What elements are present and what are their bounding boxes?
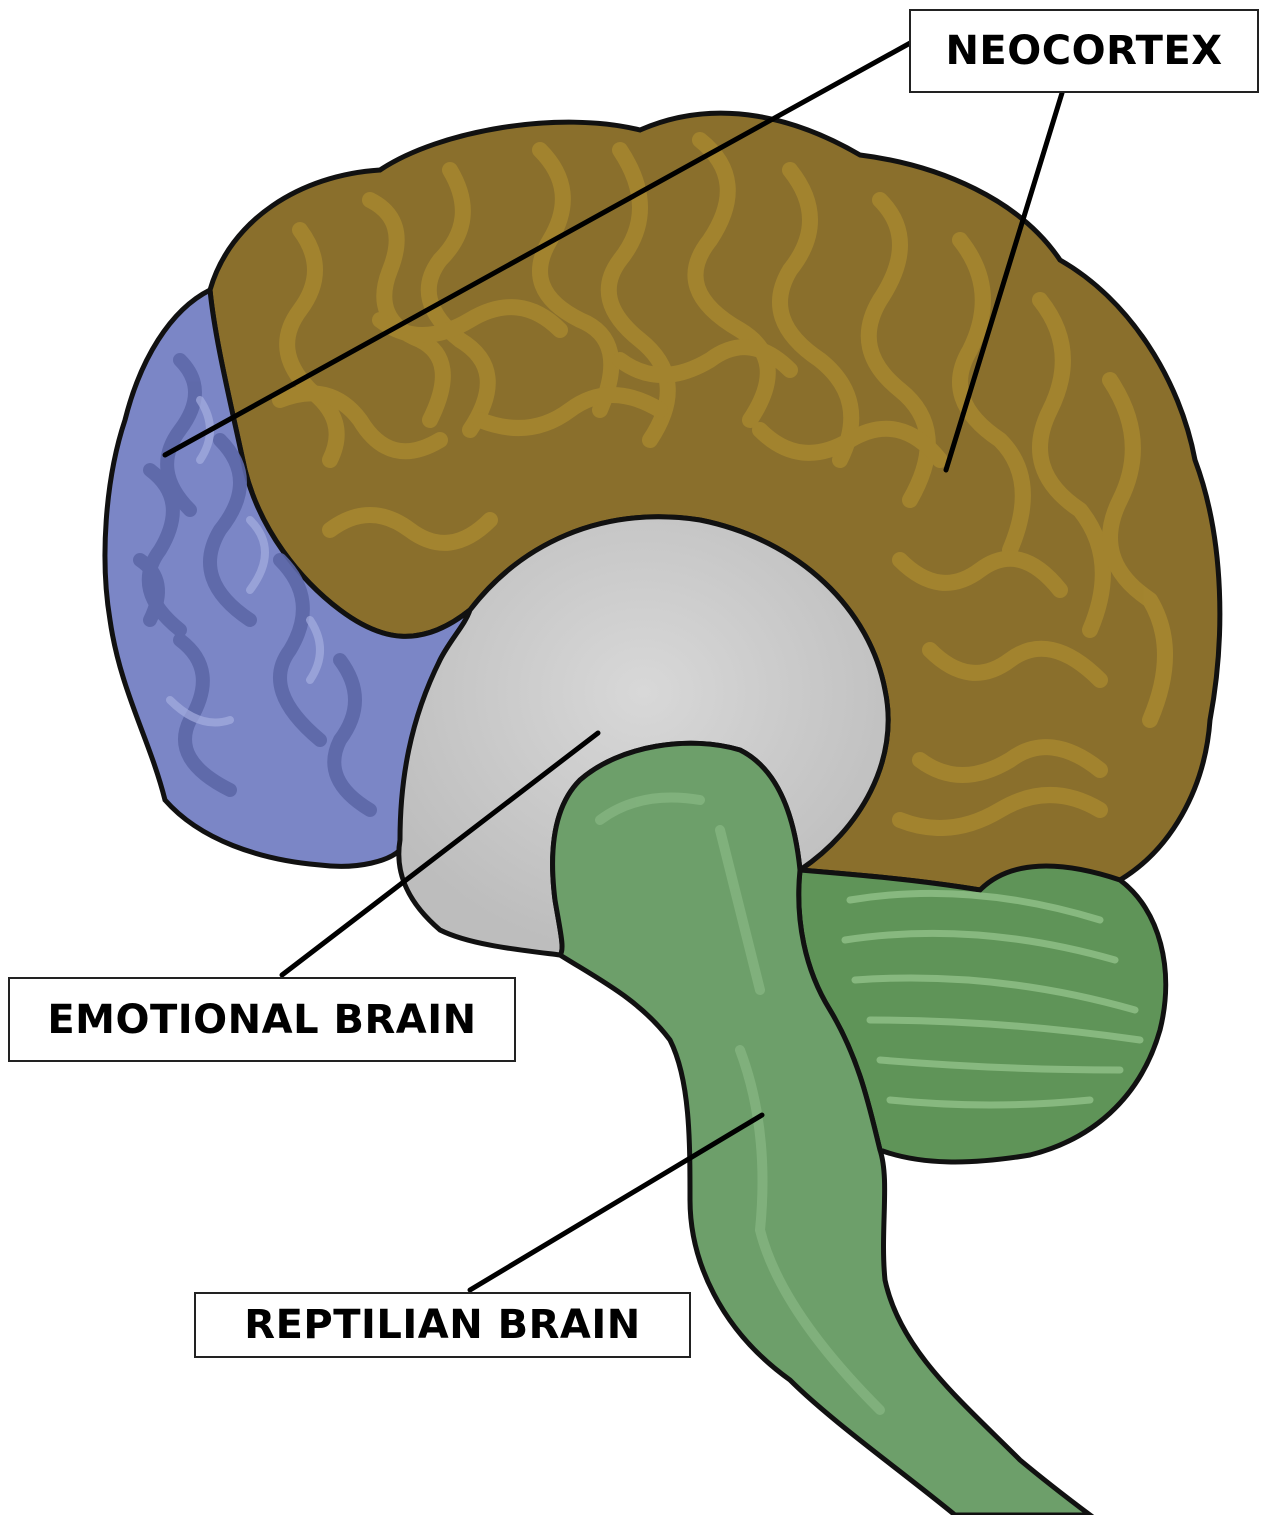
emotional-brain-label: EMOTIONAL BRAIN: [8, 977, 516, 1062]
reptilian-brain-label: REPTILIAN BRAIN: [194, 1292, 691, 1358]
neocortex-label: NEOCORTEX: [909, 9, 1259, 93]
